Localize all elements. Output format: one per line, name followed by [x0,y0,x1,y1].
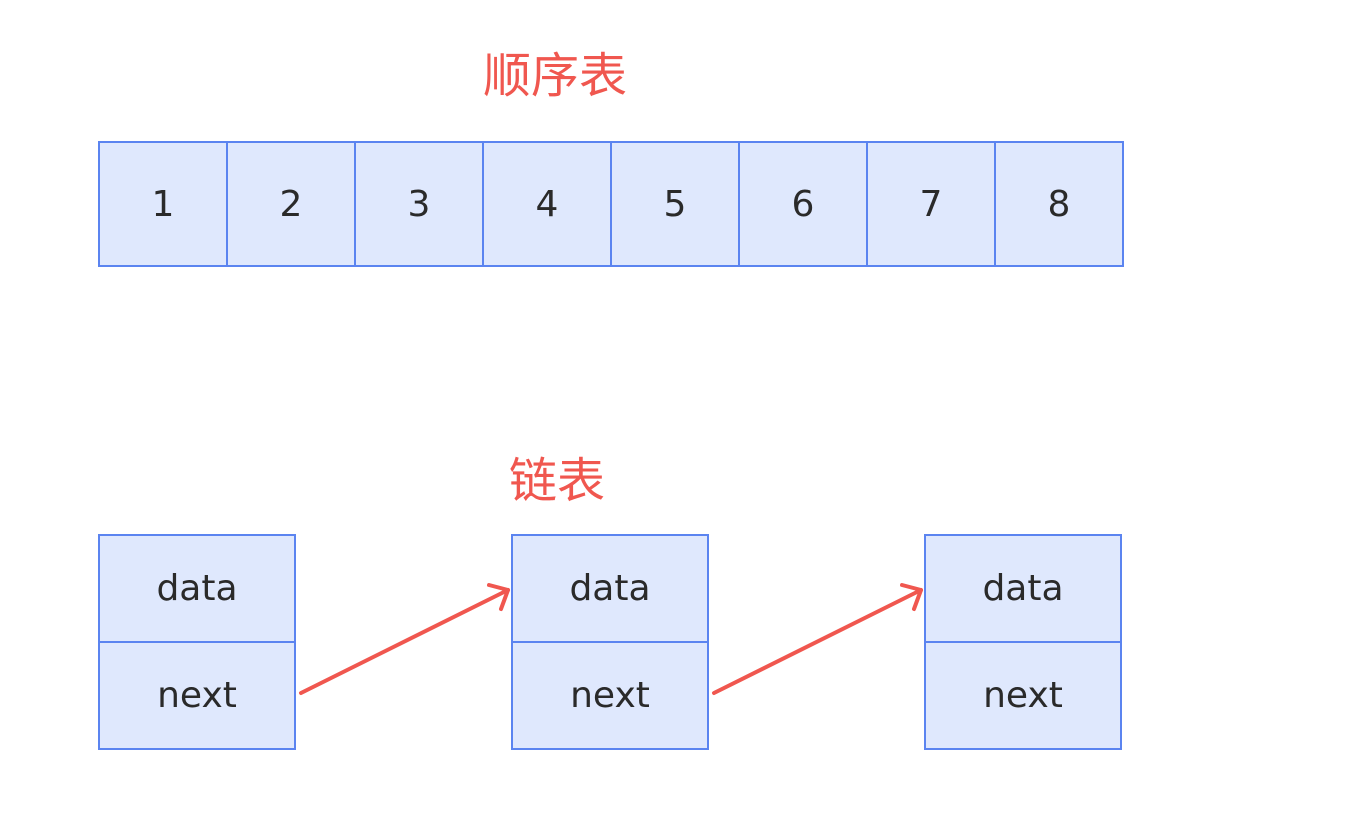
array-cell: 7 [866,141,996,267]
array-cell: 1 [98,141,228,267]
array-cell: 3 [354,141,484,267]
array-cell: 8 [994,141,1124,267]
node-next-field: next [570,675,650,716]
array-cell: 6 [738,141,868,267]
array-cell: 4 [482,141,612,267]
linked-node-3: data next [924,534,1122,750]
node-data-field: data [513,536,707,643]
linked-node-2: data next [511,534,709,750]
node-next-field: next [983,675,1063,716]
array-cell: 5 [610,141,740,267]
node-data-field: data [100,536,294,643]
array-cell: 2 [226,141,356,267]
sequential-array: 1 2 3 4 5 6 7 8 [98,141,1124,267]
sequential-list-title: 顺序表 [483,48,628,104]
node-data-field: data [926,536,1120,643]
linked-list-title: 链表 [509,453,606,509]
pointer-arrow-2 [712,583,923,695]
pointer-arrow-1 [299,583,510,695]
node-next-field: next [157,675,237,716]
linked-node-1: data next [98,534,296,750]
